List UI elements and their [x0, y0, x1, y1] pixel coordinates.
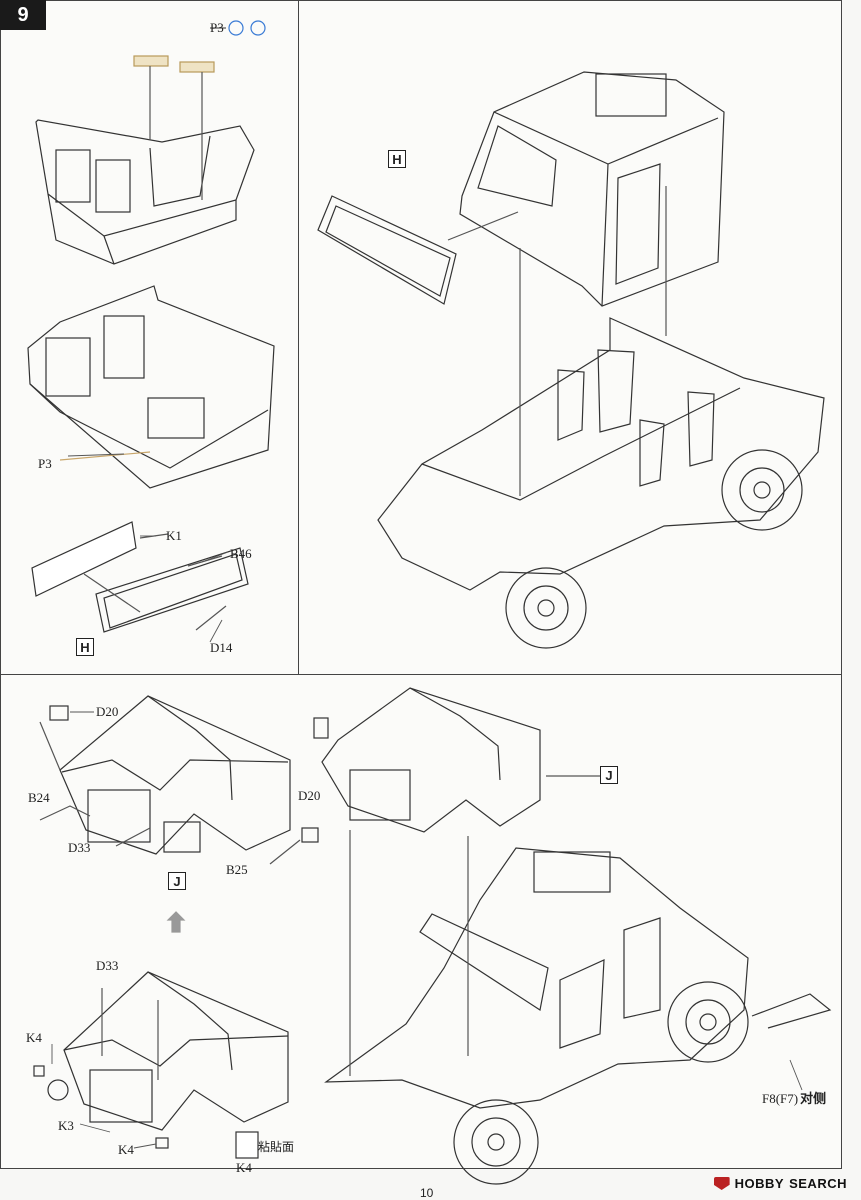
window-frame-drawing [31, 521, 249, 633]
label-p3-left: P3 [38, 456, 52, 471]
label-b46: B46 [230, 546, 252, 561]
arrow-up-icon [166, 911, 186, 933]
panel-top-right [298, 0, 842, 676]
rear-cabin-drawing-lower [27, 285, 275, 489]
label-glue-side: 粘貼面 [258, 1140, 295, 1154]
label-f8-part: F8(F7) [762, 1091, 799, 1106]
label-d20-right: D20 [298, 788, 321, 803]
label-d33-mid: D33 [68, 840, 91, 855]
watermark: HOBBY SEARCH [713, 1176, 847, 1191]
label-f8: F8(F7)对侧 [762, 1088, 826, 1107]
rear-cabin-drawing-upper [35, 20, 266, 265]
page-number: 10 [420, 1186, 434, 1200]
label-b24: B24 [28, 790, 50, 805]
vehicle-bottom-drawing [313, 687, 832, 1185]
label-d20-left: D20 [96, 704, 119, 719]
hood-drawing-upper [39, 695, 319, 865]
label-k3: K3 [58, 1118, 74, 1133]
label-k4-left: K4 [26, 1030, 42, 1045]
step-number: 9 [0, 0, 46, 30]
label-b25: B25 [226, 862, 248, 877]
label-k4-box: K4 [236, 1160, 252, 1175]
watermark-text: HOBBY [734, 1176, 785, 1191]
label-j-main: J [600, 766, 618, 784]
label-d14: D14 [210, 640, 233, 655]
label-h-sub: H [76, 638, 94, 656]
label-p3-top: P3 [210, 20, 224, 35]
label-j-sub: J [168, 872, 186, 890]
panel-bottom [0, 674, 842, 1169]
hobby-search-logo-icon [713, 1177, 730, 1190]
label-k1: K1 [166, 528, 182, 543]
hood-drawing-lower [33, 971, 289, 1159]
watermark-text2: SEARCH [789, 1176, 847, 1191]
label-k4-bottom: K4 [118, 1142, 134, 1157]
label-h-main: H [388, 150, 406, 168]
vehicle-top-drawing [317, 71, 825, 649]
label-f8-note: 对侧 [800, 1091, 827, 1106]
label-d33-bottom: D33 [96, 958, 119, 973]
